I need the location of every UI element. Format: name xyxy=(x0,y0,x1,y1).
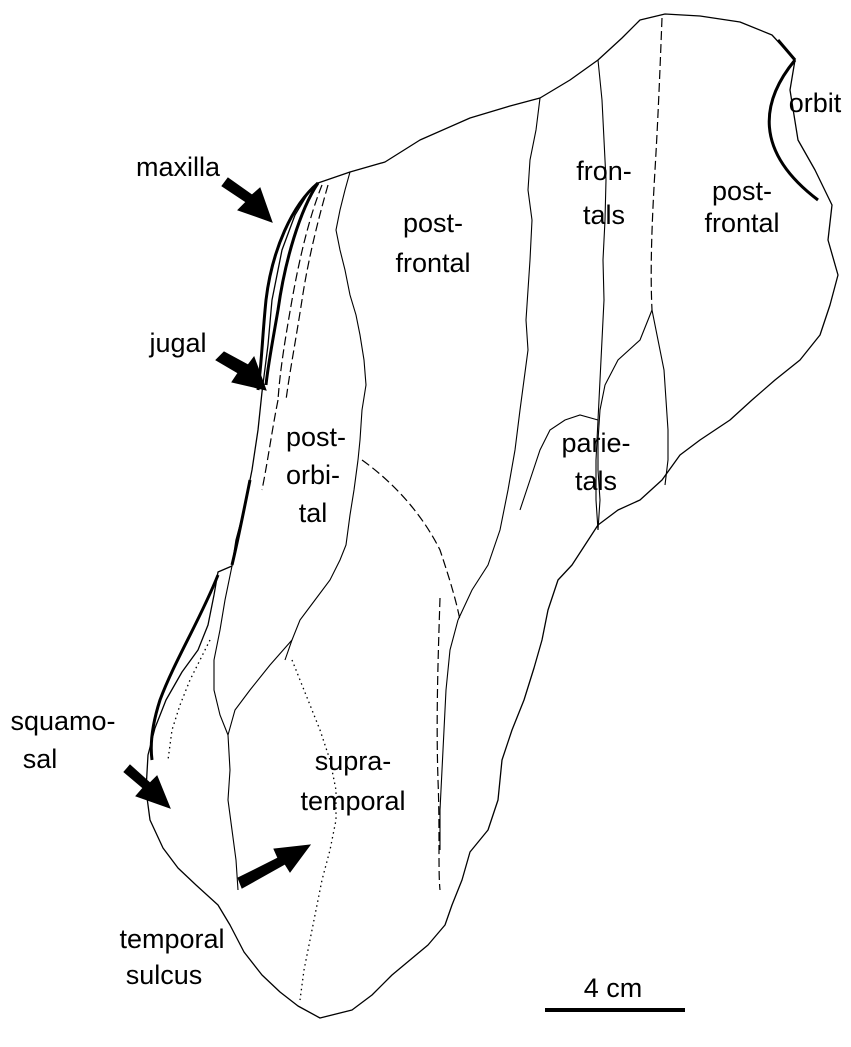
label-temporal-sulcus-line2: sulcus xyxy=(126,960,203,990)
postorbital-lower-suture xyxy=(285,460,358,660)
label-postfrontal-left-line1: post- xyxy=(403,208,463,238)
skull-outline xyxy=(146,14,838,1018)
maxilla-arrow xyxy=(222,178,272,222)
temporal-sulcus-arrow xyxy=(238,845,310,888)
label-squamosal-line2: sal xyxy=(23,744,58,774)
scale-bar-label: 4 cm xyxy=(584,973,643,1003)
label-postfrontal-right-line2: frontal xyxy=(704,208,779,238)
squamosal-dotted-line xyxy=(168,640,210,760)
jugal-lower-suture xyxy=(262,400,278,490)
postorbital-supratemporal-dash xyxy=(362,460,460,620)
frontal-midline-suture xyxy=(651,18,662,310)
label-parietals-line1: parie- xyxy=(561,428,630,458)
squamosal-inner-suture xyxy=(214,566,232,735)
label-postfrontal-left-line2: frontal xyxy=(395,248,470,278)
label-frontals-line2: tals xyxy=(583,200,625,230)
supratemporal-right-suture xyxy=(440,620,458,850)
label-postorbital-line1: post- xyxy=(286,422,346,452)
orbit-margin xyxy=(778,40,795,60)
label-supratemporal-line1: supra- xyxy=(315,746,392,776)
label-orbit: orbit xyxy=(789,88,842,118)
postfrontal-frontal-suture xyxy=(458,98,540,620)
label-postorbital-line3: tal xyxy=(299,498,328,528)
parietal-boundary xyxy=(652,310,668,485)
label-temporal-sulcus-line1: temporal xyxy=(119,924,224,954)
label-maxilla: maxilla xyxy=(136,152,221,182)
label-parietals-line2: tals xyxy=(575,466,617,496)
label-postorbital-line2: orbi- xyxy=(286,460,340,490)
lateral-margin-lower xyxy=(232,480,250,565)
label-frontals-line1: fron- xyxy=(576,156,632,186)
jugal-arrow xyxy=(216,352,266,390)
label-supratemporal-line2: temporal xyxy=(300,786,405,816)
orbit-rim xyxy=(769,60,818,200)
label-squamosal-line1: squamo- xyxy=(10,706,115,736)
postfrontal-postorbital-suture xyxy=(336,172,366,460)
label-postfrontal-right-line1: post- xyxy=(712,176,772,206)
temporal-sulcus-line xyxy=(292,660,336,1000)
label-jugal: jugal xyxy=(148,328,206,358)
